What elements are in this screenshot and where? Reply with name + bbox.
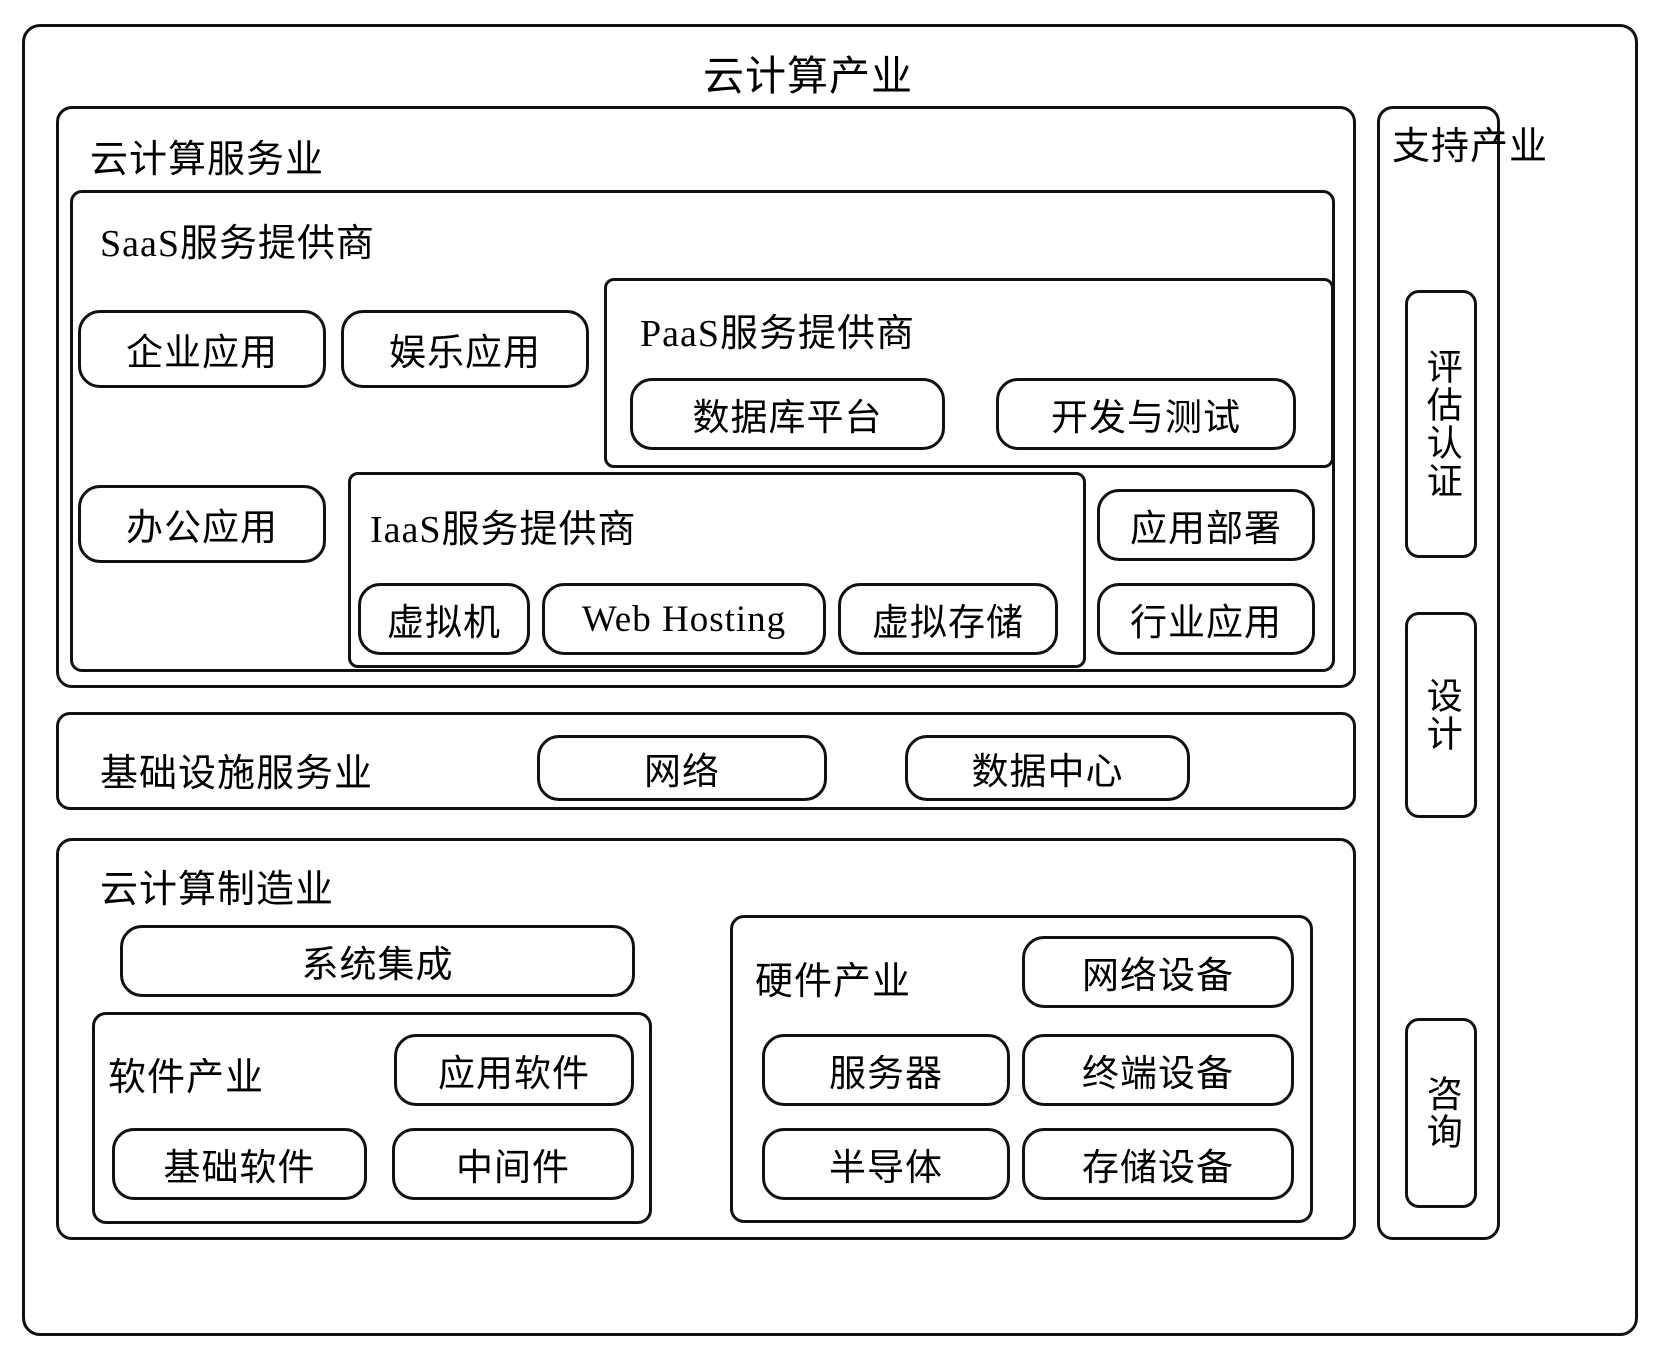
software-industry-label: 软件产业 <box>108 1057 265 1099</box>
cloud-manufacturing-industry-label: 云计算制造业 <box>100 869 335 911</box>
node-design[interactable]: 设计 <box>1405 612 1477 818</box>
node-consulting[interactable]: 咨询 <box>1405 1018 1477 1208</box>
node-terminal-equipment[interactable]: 终端设备 <box>1022 1034 1294 1106</box>
node-network[interactable]: 网络 <box>537 735 827 801</box>
node-virtual-machine[interactable]: 虚拟机 <box>358 583 530 655</box>
infrastructure-service-industry-label: 基础设施服务业 <box>100 753 374 795</box>
node-server[interactable]: 服务器 <box>762 1034 1010 1106</box>
saas-provider-label: SaaS服务提供商 <box>100 223 376 265</box>
iaas-provider-label: IaaS服务提供商 <box>370 509 637 551</box>
node-storage-equipment[interactable]: 存储设备 <box>1022 1128 1294 1200</box>
node-semiconductor[interactable]: 半导体 <box>762 1128 1010 1200</box>
node-enterprise-application[interactable]: 企业应用 <box>78 310 326 388</box>
node-development-and-testing[interactable]: 开发与测试 <box>996 378 1296 450</box>
hardware-industry-label: 硬件产业 <box>755 961 912 1003</box>
node-industry-application[interactable]: 行业应用 <box>1097 583 1315 655</box>
node-web-hosting[interactable]: Web Hosting <box>542 583 826 655</box>
node-middleware[interactable]: 中间件 <box>392 1128 634 1200</box>
node-application-software[interactable]: 应用软件 <box>394 1034 634 1106</box>
node-network-equipment[interactable]: 网络设备 <box>1022 936 1294 1008</box>
node-system-integration[interactable]: 系统集成 <box>120 925 635 997</box>
node-virtual-storage[interactable]: 虚拟存储 <box>838 583 1058 655</box>
node-database-platform[interactable]: 数据库平台 <box>630 378 945 450</box>
paas-provider-label: PaaS服务提供商 <box>640 313 916 355</box>
node-entertainment-application[interactable]: 娱乐应用 <box>341 310 589 388</box>
support-industry-label: 支持产业 <box>1392 126 1549 168</box>
page-title: 云计算产业 <box>703 53 913 99</box>
cloud-service-industry-label: 云计算服务业 <box>90 139 325 181</box>
node-application-deployment[interactable]: 应用部署 <box>1097 489 1315 561</box>
node-office-application[interactable]: 办公应用 <box>78 485 326 563</box>
node-basic-software[interactable]: 基础软件 <box>112 1128 367 1200</box>
node-data-center[interactable]: 数据中心 <box>905 735 1190 801</box>
node-assessment-certification[interactable]: 评估认证 <box>1405 290 1477 558</box>
